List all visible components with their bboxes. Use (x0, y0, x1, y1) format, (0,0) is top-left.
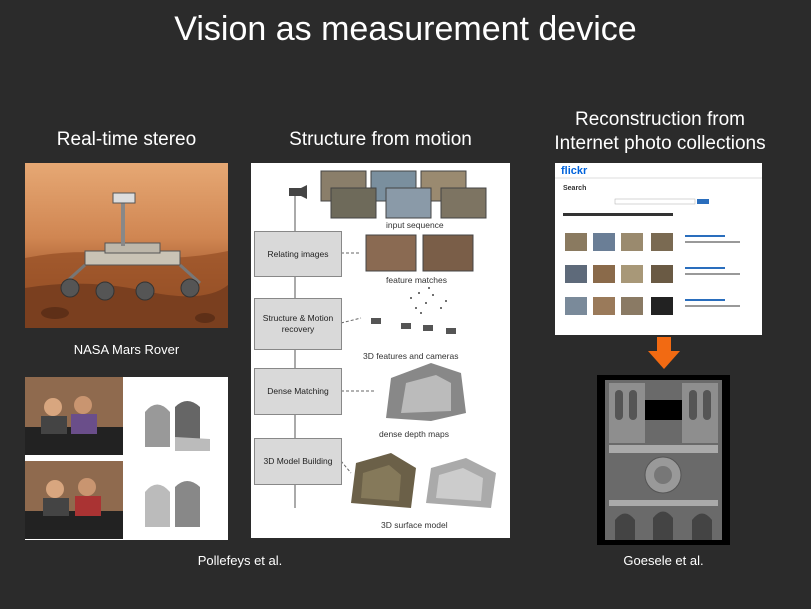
mars-rover-caption: NASA Mars Rover (73, 342, 180, 357)
internet-heading-line2: Internet photo collections (554, 133, 766, 154)
flickr-search-label: Search (563, 185, 587, 192)
sfm-pipeline-diagram: Relating images Structure & Motion recov… (251, 163, 510, 538)
stereo-credit: Pollefeys et al. (197, 553, 283, 568)
internet-credit: Goesele et al. (623, 553, 704, 568)
mars-rover-image (25, 163, 228, 328)
notre-dame-reconstruction-image (597, 375, 730, 545)
output-depth-maps: dense depth maps (379, 429, 449, 439)
stereo-heading: Real-time stereo (56, 129, 197, 150)
stage-structure-motion: Structure & Motion recovery (254, 298, 342, 350)
slide-title: Vision as measurement device (174, 10, 637, 48)
down-arrow-icon (648, 337, 680, 369)
stereo-demo-image (25, 377, 228, 540)
output-surface-model: 3D surface model (381, 520, 448, 530)
flickr-screenshot: flickr Search (555, 163, 762, 335)
internet-heading-line1: Reconstruction from (574, 109, 745, 130)
flickr-logo: flickr (561, 165, 588, 177)
output-input-sequence: input sequence (386, 220, 444, 230)
stage-3d-model-building: 3D Model Building (254, 438, 342, 485)
stage-dense-matching: Dense Matching (254, 368, 342, 415)
output-3d-features: 3D features and cameras (363, 351, 459, 361)
output-feature-matches: feature matches (386, 275, 447, 285)
sfm-heading: Structure from motion (289, 129, 472, 150)
stage-relating-images: Relating images (254, 231, 342, 277)
